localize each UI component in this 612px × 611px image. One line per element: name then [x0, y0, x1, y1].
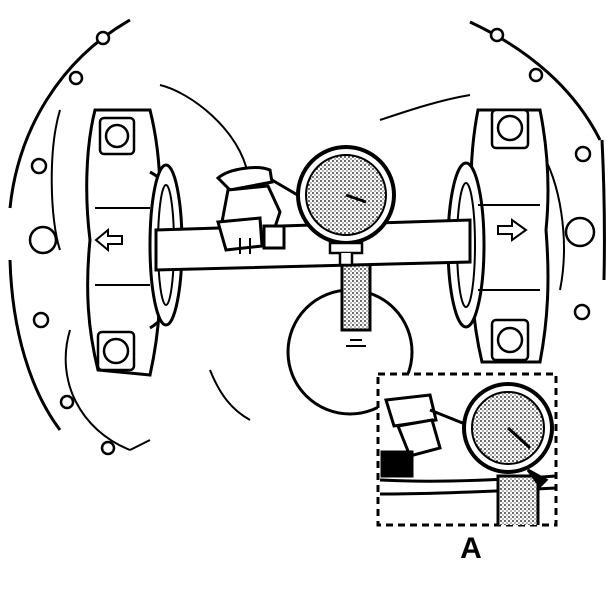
right-cap-bolts [490, 108, 530, 362]
detail-label: A [460, 532, 482, 565]
left-arrow-icon [94, 227, 123, 253]
gauge-dial-icon [296, 145, 396, 267]
right-arrow-icon [497, 218, 528, 242]
indicator-clamp [215, 166, 307, 254]
left-cap-bolts [96, 116, 136, 372]
housing-bolt-holes [28, 27, 596, 456]
left-bearing-cap [85, 108, 184, 377]
detail-a-callout [376, 372, 558, 527]
